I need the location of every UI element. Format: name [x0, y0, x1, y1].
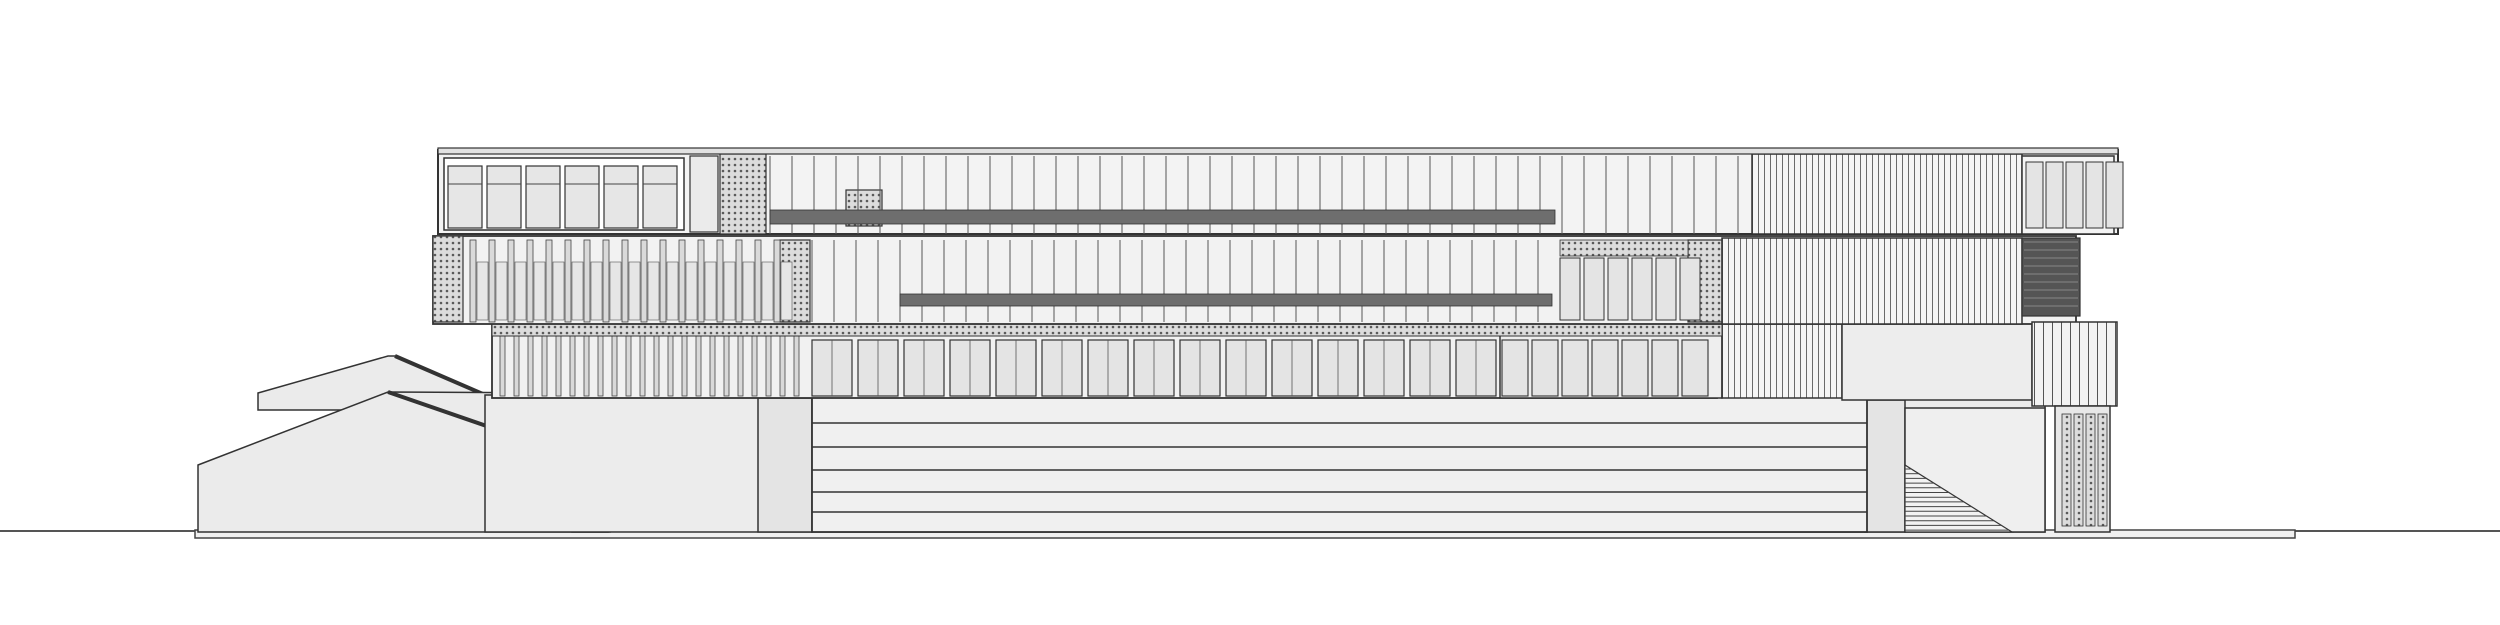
window: [1531, 339, 1559, 397]
window: [2025, 161, 2044, 229]
window: [647, 261, 660, 321]
brick-panel-left: [432, 235, 464, 323]
window: [780, 261, 793, 321]
window: [1651, 339, 1679, 397]
window: [486, 165, 522, 229]
column: [678, 239, 686, 323]
window: [514, 261, 527, 321]
column: [659, 239, 667, 323]
column: [754, 239, 762, 323]
window: [590, 261, 603, 321]
window: [685, 261, 698, 321]
dark-band: [899, 293, 1553, 307]
horizontal-band-wall: [811, 396, 1868, 533]
window: [628, 261, 641, 321]
right-tower: [2031, 321, 2118, 533]
window: [761, 261, 774, 321]
column: [507, 239, 515, 323]
window: [2065, 161, 2084, 229]
column: [602, 239, 610, 323]
window: [564, 165, 600, 229]
window: [609, 261, 622, 321]
window: [1591, 339, 1619, 397]
tower-panel: [2085, 413, 2096, 527]
column: [621, 239, 629, 323]
column: [640, 239, 648, 323]
column: [469, 239, 477, 323]
window: [1559, 257, 1581, 321]
window: [1561, 339, 1589, 397]
window: [1501, 339, 1529, 397]
window: [571, 261, 584, 321]
window: [1607, 257, 1629, 321]
window: [742, 261, 755, 321]
window: [642, 165, 678, 229]
roof-edge: [437, 147, 2119, 155]
window: [447, 165, 483, 229]
tower-panel: [2097, 413, 2108, 527]
window: [603, 165, 639, 229]
window: [666, 261, 679, 321]
first-floor-facade: [432, 235, 2081, 325]
column: [697, 239, 705, 323]
window: [1679, 257, 1701, 321]
dark-band: [769, 209, 1556, 225]
brick-panel-upper: [719, 153, 767, 235]
window: [2045, 161, 2064, 229]
window: [1631, 257, 1653, 321]
window: [1681, 339, 1709, 397]
window: [495, 261, 508, 321]
window: [533, 261, 546, 321]
tower-panel: [2073, 413, 2084, 527]
column: [583, 239, 591, 323]
window: [476, 261, 489, 321]
window: [525, 165, 561, 229]
window: [2085, 161, 2104, 229]
column: [773, 239, 781, 323]
window: [1655, 257, 1677, 321]
column: [526, 239, 534, 323]
column: [564, 239, 572, 323]
frieze: [1559, 239, 1689, 257]
side-window: [689, 155, 719, 233]
window: [704, 261, 717, 321]
tower-panel: [2061, 413, 2072, 527]
column: [488, 239, 496, 323]
window: [723, 261, 736, 321]
window: [2105, 161, 2124, 229]
ground-floor-colonnade: [491, 321, 2033, 401]
window: [1621, 339, 1649, 397]
column: [716, 239, 724, 323]
window: [1583, 257, 1605, 321]
exterior-stair: [1904, 463, 2015, 533]
column: [735, 239, 743, 323]
second-floor-facade: [437, 147, 2124, 235]
window: [552, 261, 565, 321]
column: [545, 239, 553, 323]
dark-tower-panel: [2021, 237, 2081, 317]
